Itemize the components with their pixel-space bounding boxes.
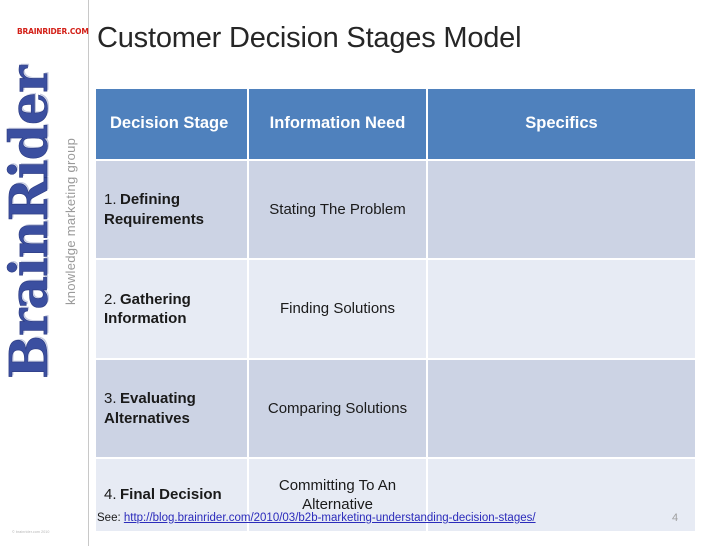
- column-header-decision-stage: Decision Stage: [96, 89, 249, 161]
- cell-specifics: [427, 458, 695, 531]
- cell-decision-stage: 4.Final Decision: [96, 458, 249, 531]
- stage-number: 3.: [104, 390, 117, 407]
- table-row: 1.Defining Requirements Stating The Prob…: [96, 160, 695, 260]
- column-header-information-need: Information Need: [248, 89, 428, 161]
- cell-decision-stage: 2.Gathering Information: [96, 259, 249, 360]
- brand-tagline: knowledge marketing group: [56, 50, 82, 310]
- brand-wordmark-text: BrainRider: [0, 66, 60, 379]
- source-link[interactable]: http://blog.brainrider.com/2010/03/b2b-m…: [123, 512, 536, 524]
- stage-number: 1.: [104, 191, 117, 208]
- brand-tagline-text: knowledge marketing group: [63, 137, 78, 305]
- page-title: Customer Decision Stages Model: [97, 22, 522, 54]
- cell-information-need: Stating The Problem: [248, 160, 428, 260]
- decision-stages-table: Decision Stage Information Need Specific…: [96, 89, 695, 531]
- brand-domain-label: BRAINRIDER.COM: [17, 27, 89, 36]
- stage-label: Defining Requirements: [104, 191, 205, 228]
- stage-label: Gathering Information: [104, 290, 191, 328]
- column-header-specifics: Specifics: [427, 89, 695, 161]
- cell-information-need: Committing To An Alternative: [248, 458, 428, 531]
- page-number: 4: [672, 512, 679, 524]
- stage-label: Final Decision: [120, 486, 222, 504]
- brand-rail: BRAINRIDER.COM BrainRider knowledge mark…: [0, 0, 89, 546]
- footer-source: See: http://blog.brainrider.com/2010/03/…: [97, 512, 697, 524]
- stage-number: 4.: [104, 486, 117, 504]
- cell-decision-stage: 3.Evaluating Alternatives: [96, 359, 249, 459]
- cell-specifics: [427, 359, 695, 459]
- table-row: 3.Evaluating Alternatives Comparing Solu…: [96, 359, 695, 459]
- cell-specifics: [427, 259, 695, 360]
- cell-information-need: Comparing Solutions: [248, 359, 428, 459]
- table-row: 2.Gathering Information Finding Solution…: [96, 259, 695, 360]
- cell-information-need: Finding Solutions: [248, 259, 428, 360]
- stage-number: 2.: [104, 290, 117, 308]
- cell-specifics: [427, 160, 695, 260]
- table-row: 4.Final Decision Committing To An Altern…: [96, 458, 695, 531]
- cell-decision-stage: 1.Defining Requirements: [96, 160, 249, 260]
- copyright-notice: © brainrider.com 2010: [12, 530, 50, 534]
- table-header-row: Decision Stage Information Need Specific…: [96, 89, 695, 161]
- stage-label: Evaluating Alternatives: [104, 390, 196, 427]
- brand-logo: BrainRider: [0, 38, 62, 379]
- footer-prefix: See:: [97, 512, 121, 524]
